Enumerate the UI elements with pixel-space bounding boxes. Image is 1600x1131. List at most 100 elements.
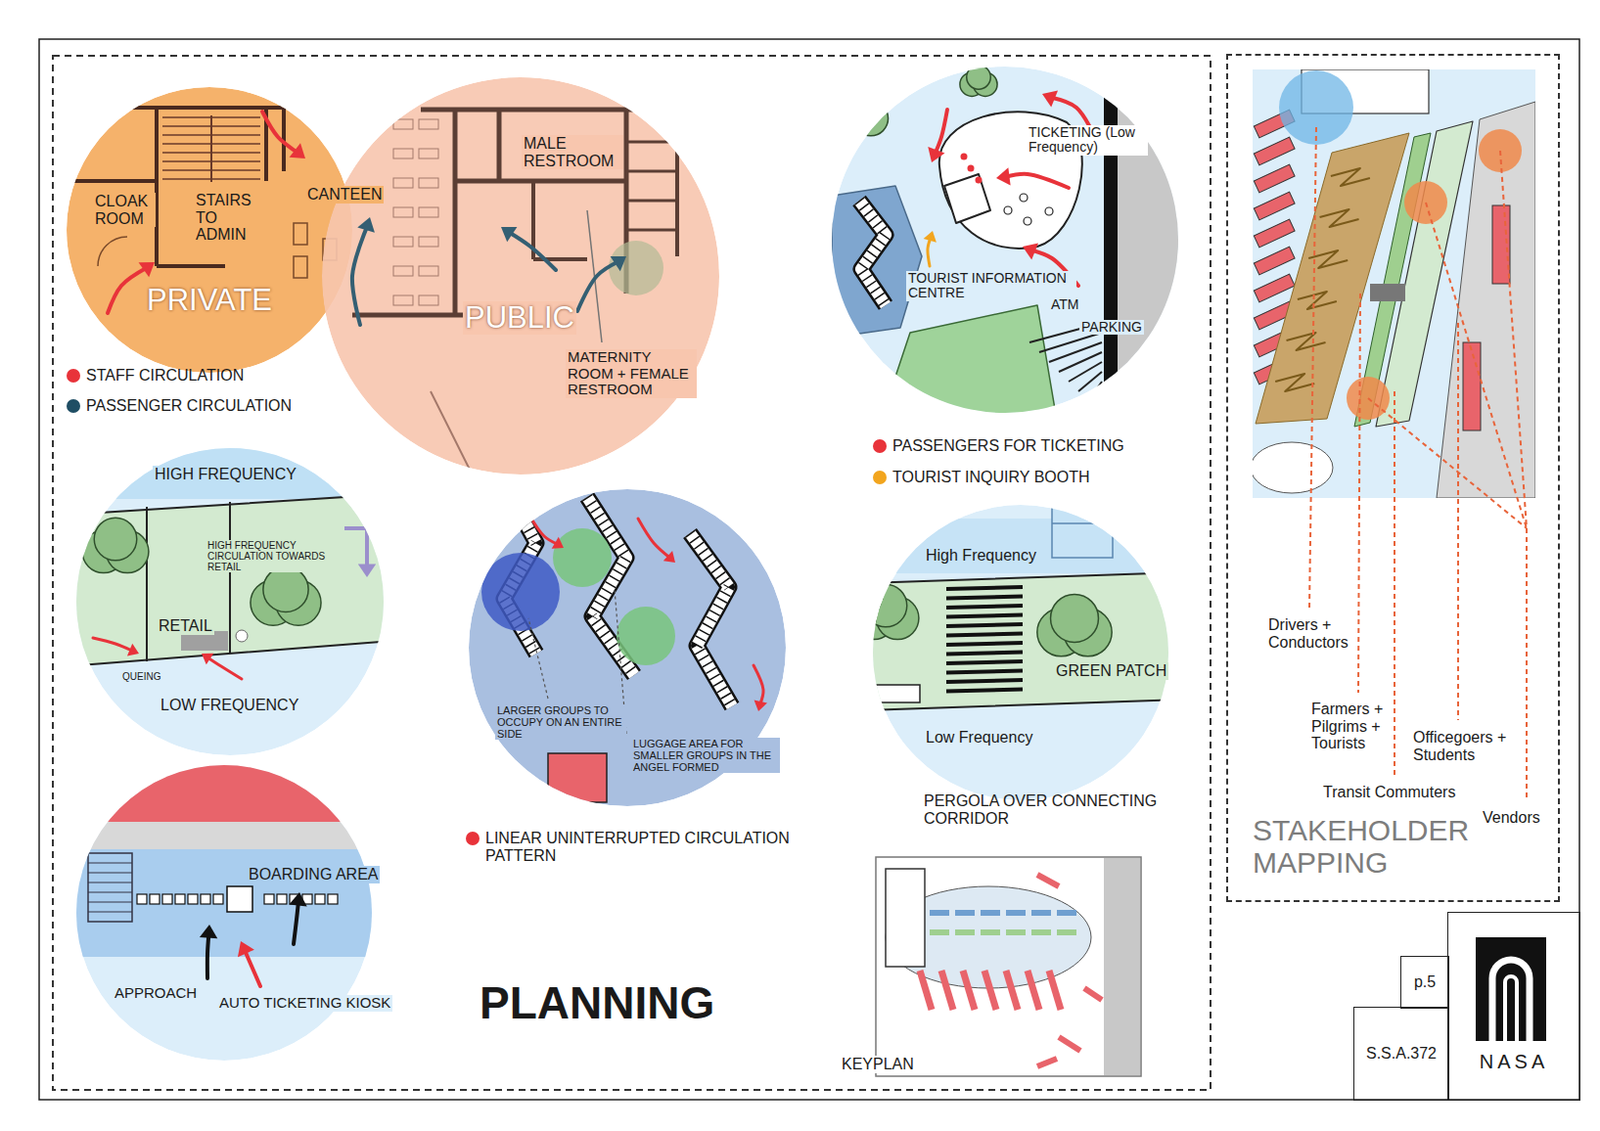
plan-graphic (68, 435, 392, 500)
plan-graphic (638, 518, 671, 558)
legend-swatch (66, 368, 81, 383)
callout-label: Farmers + Pilgrims + Tourists (1311, 700, 1395, 753)
plan-graphic (92, 638, 133, 651)
plan-graphic (1078, 371, 1102, 392)
node-shape (76, 765, 372, 1061)
label-slot: Vendors (1482, 809, 1541, 827)
plan-graphic (357, 217, 375, 233)
plan-graphic (1056, 910, 1077, 916)
zone-label: NASA (1479, 1051, 1549, 1073)
area-label: AUTO TICKETING KIOSK (217, 995, 393, 1012)
plan-graphic (1525, 528, 1528, 801)
plan-graphic (853, 100, 888, 136)
node-shape (831, 857, 1142, 1079)
plan-graphic (1004, 206, 1012, 215)
plan-graphic (955, 929, 975, 936)
plan-graphic (1019, 193, 1028, 202)
node-shape (321, 77, 720, 475)
plan-graphic (675, 109, 680, 257)
plan-graphic (864, 584, 908, 628)
plan-graphic (88, 882, 133, 884)
callout-label: PUBLIC (462, 301, 577, 335)
plan-graphic (1370, 283, 1406, 302)
plan-graphic (966, 65, 991, 90)
label-slot: CANTEEN (305, 185, 384, 204)
zone-label: BOARDING AREA (246, 866, 380, 884)
plan-graphic (608, 240, 664, 296)
plan-graphic (418, 236, 439, 247)
plan-graphic (418, 148, 439, 159)
plan-graphic (1037, 874, 1059, 887)
plan-graphic (929, 910, 950, 916)
plan-graphic (88, 892, 133, 894)
plan-graphic (663, 550, 676, 563)
label-slot: APPROACH (112, 984, 199, 1003)
plan-graphic (88, 912, 133, 914)
plan-graphic (365, 528, 369, 568)
plan-graphic (149, 894, 160, 905)
label-slot: QUEING (120, 666, 163, 685)
plan-graphic (885, 868, 925, 967)
plan-graphic (852, 489, 1180, 801)
label-slot: PARKING (1079, 318, 1144, 336)
label-slot: CLOAK ROOM (92, 192, 156, 229)
plan-graphic (946, 596, 1023, 599)
zone-label: PERGOLA OVER CONNECTING CORRIDOR (923, 792, 1169, 827)
plan-graphic (960, 153, 968, 161)
plan-graphic (1505, 976, 1517, 1042)
area-label: Low Frequency (923, 729, 1035, 747)
plan-graphic (264, 894, 275, 905)
plan-graphic (1309, 127, 1317, 609)
label-slot: MALE RESTROOM (521, 135, 624, 171)
plan-graphic (1031, 929, 1052, 936)
label-slot: High Frequency (923, 547, 1039, 565)
plan-graphic (1051, 594, 1099, 642)
plan-graphic (1500, 150, 1527, 529)
planning-panel (52, 55, 1211, 1091)
plan-graphic (358, 563, 376, 578)
area-label: STAKEHOLDER MAPPING (1252, 814, 1488, 879)
plan-graphic (344, 526, 367, 531)
plan-graphic (68, 435, 392, 756)
plan-graphic (201, 653, 214, 666)
legend-entry: STAFF CIRCULATION (66, 366, 225, 385)
seating-circle: LARGER GROUPS TO OCCUPY ON AN ENTIRE SID… (468, 489, 786, 807)
label-slot: BOARDING AREA (246, 866, 380, 884)
plan-graphic (1042, 91, 1058, 108)
plan-graphic (497, 109, 503, 182)
plan-graphic (1425, 202, 1527, 529)
zone-label: QUEING (120, 671, 163, 683)
retail-circle: HIGH FREQUENCYHIGH FREQUENCY CIRCULATION… (76, 448, 384, 756)
plan-graphic (880, 305, 1057, 421)
legend-text: TOURIST INQUIRY BOOTH (892, 468, 1091, 487)
plan-graphic (393, 266, 413, 276)
plan-graphic (1462, 342, 1481, 431)
legend-entry: PASSENGER CIRCULATION (66, 397, 273, 415)
plan-graphic (1475, 937, 1547, 1042)
plan-graphic (107, 267, 147, 314)
plan-graphic (962, 970, 975, 1010)
plan-graphic (548, 753, 607, 803)
plan-graphic (528, 513, 558, 545)
label-slot: p.5 (1401, 957, 1449, 1008)
plan-graphic (753, 665, 764, 705)
label-slot: NASA (1448, 1051, 1580, 1073)
zone-label: LARGER GROUPS TO OCCUPY ON AN ENTIRE SID… (495, 704, 627, 740)
plan-graphic (263, 566, 309, 612)
plan-graphic (946, 624, 1023, 627)
boarding-circle: BOARDING AREAAPPROACHAUTO TICKETING KIOS… (76, 765, 372, 1061)
plan-graphic (393, 178, 413, 188)
legend-entry: PASSENGERS FOR TICKETING (872, 437, 1105, 456)
plan-graphic (315, 894, 325, 905)
plan-graphic (88, 902, 133, 904)
plan-graphic (1393, 391, 1396, 777)
plan-graphic (944, 174, 991, 224)
plan-graphic (831, 185, 922, 338)
zone-label: Transit Commuters (1323, 783, 1456, 802)
plan-graphic (154, 107, 159, 267)
plan-graphic (528, 618, 549, 699)
plan-graphic (68, 435, 392, 756)
plan-graphic (946, 642, 1023, 645)
label-slot: TICKETING (Low Frequency) (1026, 125, 1148, 156)
plan-graphic (1005, 970, 1018, 1010)
